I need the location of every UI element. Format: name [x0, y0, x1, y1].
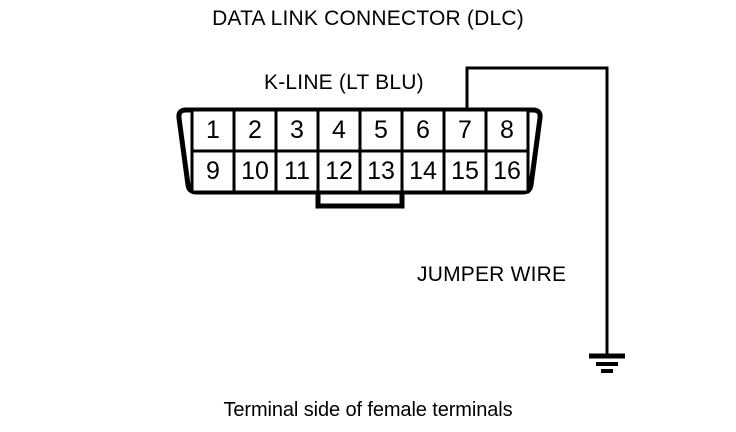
pin-label-6: 6: [416, 116, 430, 144]
pin-label-7: 7: [458, 116, 472, 144]
pin-label-14: 14: [409, 157, 437, 185]
pin-label-15: 15: [451, 157, 479, 185]
diagram-caption: Terminal side of female terminals: [223, 399, 513, 421]
pin-label-13: 13: [367, 157, 395, 185]
pin-label-11: 11: [284, 157, 310, 185]
pin-label-12: 12: [325, 157, 353, 185]
pin-label-2: 2: [248, 116, 262, 144]
jumper-wire-path: [465, 66, 609, 355]
pin-label-5: 5: [374, 116, 388, 144]
pin-label-10: 10: [241, 157, 269, 185]
jumper-bracket: [315, 192, 405, 209]
page-title: DATA LINK CONNECTOR (DLC): [212, 7, 524, 30]
jumper-wire-label: JUMPER WIRE: [417, 263, 567, 286]
pin-label-4: 4: [332, 116, 346, 144]
pin-label-8: 8: [500, 116, 514, 144]
pin-label-16: 16: [493, 157, 521, 185]
pin-label-1: 1: [206, 116, 220, 144]
pin-label-9: 9: [206, 157, 220, 185]
kline-label: K-LINE (LT BLU): [264, 71, 424, 94]
pin-label-3: 3: [290, 116, 304, 144]
